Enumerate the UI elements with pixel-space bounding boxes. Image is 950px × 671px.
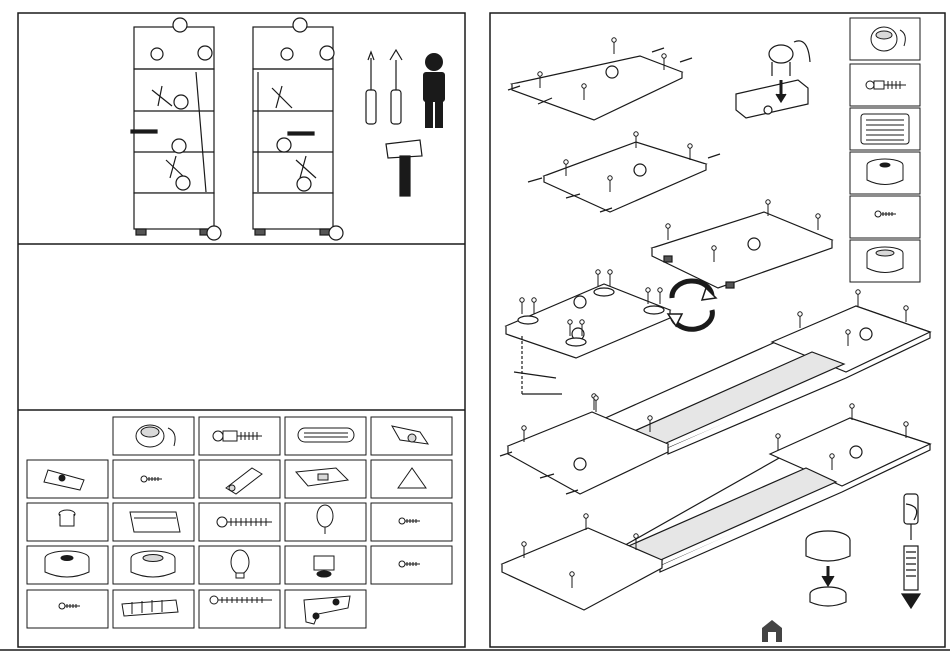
foot-glider-large-icon (45, 551, 89, 577)
shelf-pin-clip-icon (314, 556, 334, 577)
foot-glider-large-icon (867, 159, 903, 185)
wooden-dowel-icon (861, 114, 909, 144)
left-page (18, 13, 465, 647)
shelf-support-icon (59, 510, 75, 526)
right-page (490, 13, 945, 647)
foot-glider-ring-icon (131, 551, 175, 577)
wooden-dowel-icon (298, 428, 354, 442)
foot-glider-ring-icon (867, 247, 903, 273)
parts-legend (850, 18, 920, 282)
handle-icon (130, 512, 180, 532)
